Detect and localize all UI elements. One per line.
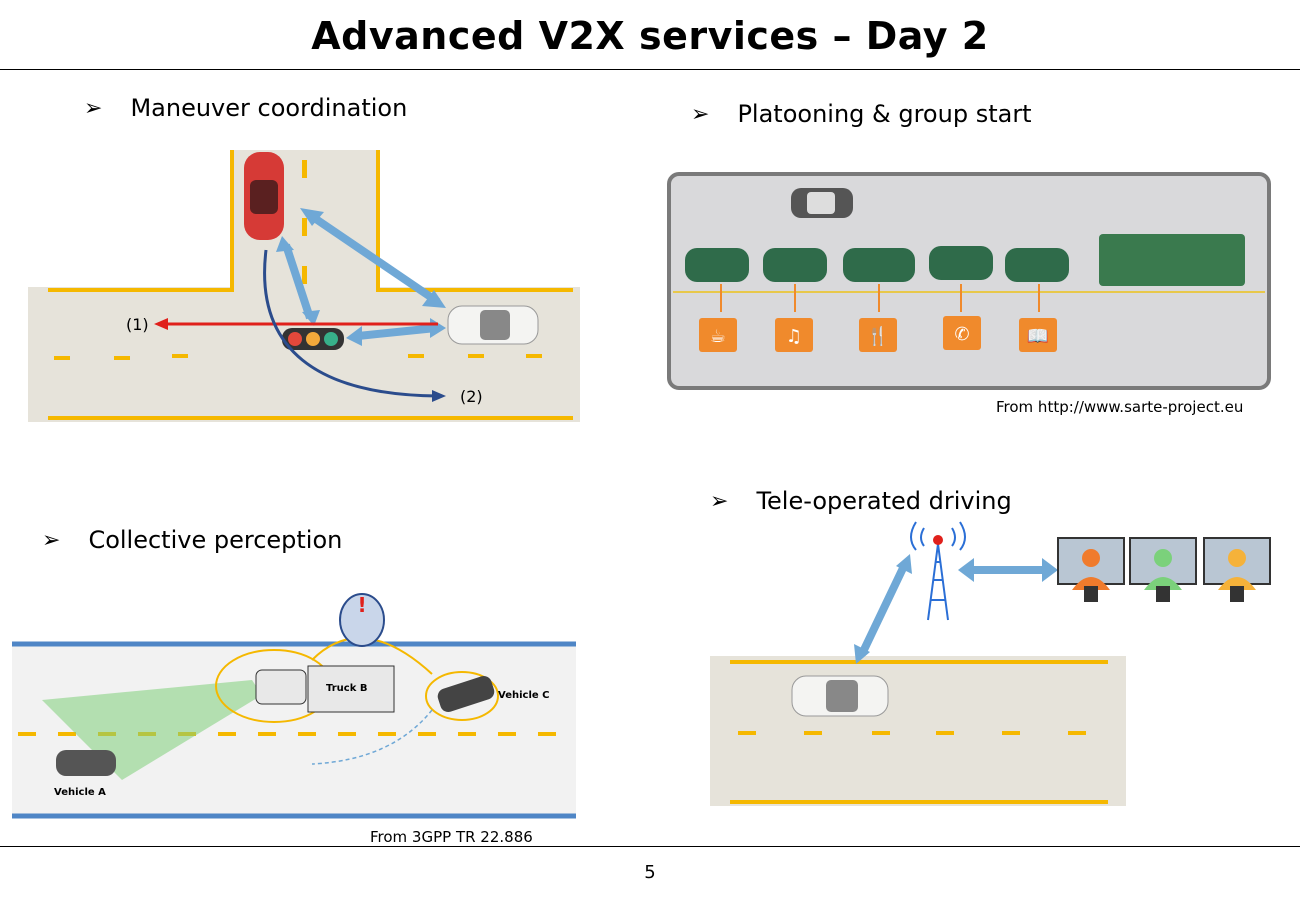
heading-maneuver: Maneuver coordination xyxy=(130,94,408,122)
vehicle-a-icon xyxy=(56,750,116,776)
label-truck-b: Truck B xyxy=(326,683,367,694)
svg-text:♫: ♫ xyxy=(786,326,802,347)
dining-icon xyxy=(859,318,897,352)
road xyxy=(710,656,1126,806)
remote-car-icon xyxy=(791,675,889,717)
bullet-teleop: ➢ Tele-operated driving xyxy=(710,487,1012,515)
svg-text:☕: ☕ xyxy=(710,326,726,347)
label-vehicle-a: Vehicle A xyxy=(54,787,106,798)
svg-text:📖: 📖 xyxy=(1027,326,1049,347)
collective-diagram: ! Truck B Vehicle C Vehicle A xyxy=(12,593,576,819)
lead-car-icon xyxy=(791,188,853,218)
operator-orange xyxy=(1082,549,1100,567)
v2x-link-arrows xyxy=(282,211,441,340)
label-vehicle-c: Vehicle C xyxy=(498,690,549,701)
svg-text:✆: ✆ xyxy=(954,324,969,345)
white-car-icon xyxy=(447,305,539,345)
heading-platooning: Platooning & group start xyxy=(737,100,1032,128)
page-number: 5 xyxy=(644,862,656,883)
truck-cab-icon xyxy=(255,669,307,705)
bullet-maneuver: ➢ Maneuver coordination xyxy=(84,94,407,122)
truck-trailer-icon xyxy=(307,665,395,713)
book-icon xyxy=(1019,318,1057,352)
footer-divider xyxy=(0,846,1300,847)
phone-icon xyxy=(943,316,981,350)
bullet-arrow-icon: ➢ xyxy=(42,527,61,553)
bullet-arrow-icon: ➢ xyxy=(710,488,729,514)
heading-teleop: Tele-operated driving xyxy=(756,487,1012,515)
operator-stations xyxy=(1057,537,1271,602)
label-path-2: (2) xyxy=(460,387,483,406)
svg-text:!: ! xyxy=(357,593,366,617)
music-icon xyxy=(775,318,813,352)
bullet-platooning: ➢ Platooning & group start xyxy=(691,100,1032,128)
coffee-icon xyxy=(699,318,737,352)
bullet-arrow-icon: ➢ xyxy=(84,95,103,121)
truck-icon xyxy=(1099,234,1245,286)
maneuver-diagram: (1) (2) xyxy=(28,150,580,422)
collective-credit: From 3GPP TR 22.886 xyxy=(370,828,533,846)
navy-path-arrow xyxy=(263,249,439,398)
svg-text:🍴: 🍴 xyxy=(867,325,889,347)
platooning-image: ☕ ♫ 🍴 ✆ 📖 xyxy=(667,172,1271,390)
bullet-collective: ➢ Collective perception xyxy=(42,526,342,554)
platoon-cars xyxy=(685,246,1069,282)
bullet-arrow-icon: ➢ xyxy=(691,101,710,127)
operator-yellow xyxy=(1228,549,1246,567)
alert-bubble-icon xyxy=(339,593,385,647)
vehicle-c-icon xyxy=(437,676,495,712)
red-car-icon xyxy=(244,152,284,240)
label-path-1: (1) xyxy=(126,315,149,334)
title-divider xyxy=(0,69,1300,70)
operator-green xyxy=(1154,549,1172,567)
slide-title: Advanced V2X services – Day 2 xyxy=(311,14,989,58)
teleop-diagram xyxy=(710,521,1271,806)
heading-collective: Collective perception xyxy=(88,526,343,554)
platooning-credit: From http://www.sarte-project.eu xyxy=(996,398,1244,416)
traffic-light-icon xyxy=(282,328,344,350)
